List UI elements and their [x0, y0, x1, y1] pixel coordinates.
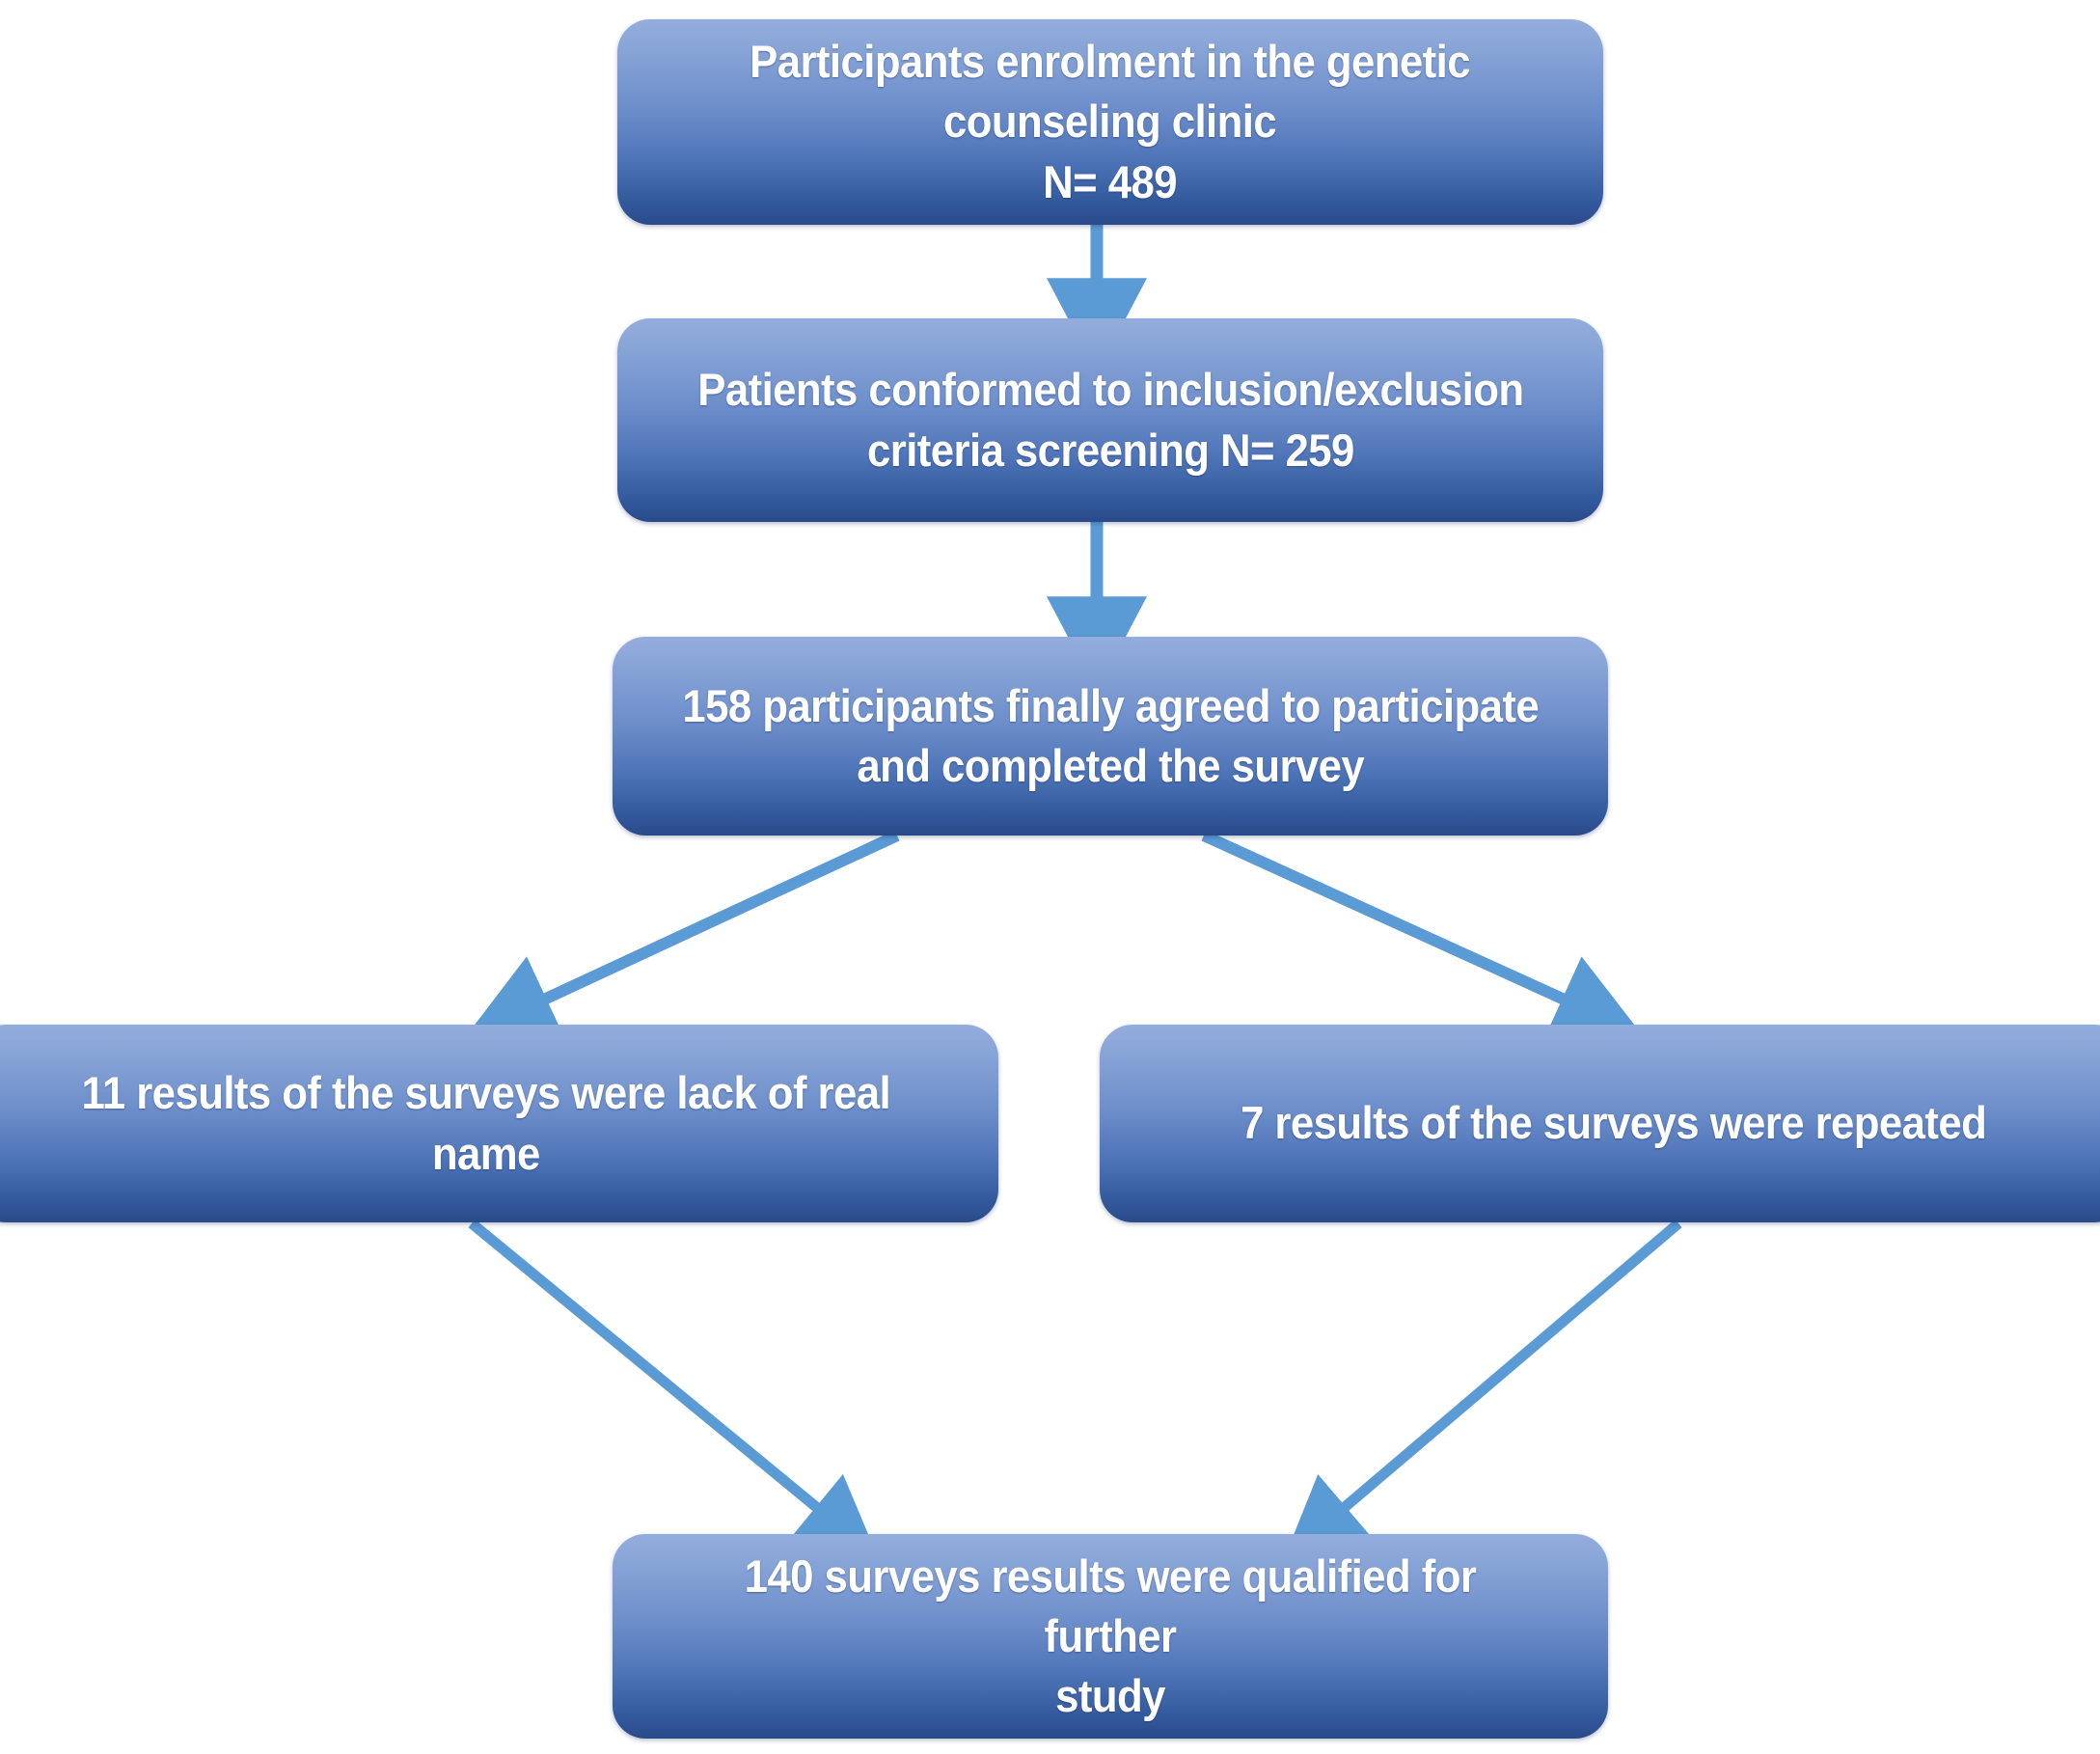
node-enrolment[interactable]: Participants enrolment in the genetic co… — [617, 19, 1603, 225]
node-enrolment-label: Participants enrolment in the genetic co… — [750, 36, 1471, 207]
node-agreed[interactable]: 158 participants finally agreed to parti… — [613, 637, 1608, 836]
edge-agreed-to-lack-name — [466, 830, 900, 1041]
node-repeated-label: 7 results of the surveys were repeated — [1240, 1097, 1987, 1149]
node-qualified[interactable]: 140 surveys results were qualified for f… — [613, 1534, 1608, 1739]
node-screening[interactable]: Patients conformed to inclusion/exclusio… — [617, 318, 1603, 522]
node-lack-name[interactable]: 11 results of the surveys were lack of r… — [0, 1025, 998, 1222]
node-repeated[interactable]: 7 results of the surveys were repeated — [1100, 1025, 2100, 1222]
edge-agreed-to-repeated — [1201, 830, 1643, 1041]
node-screening-label: Patients conformed to inclusion/exclusio… — [696, 364, 1524, 476]
edge-repeated-to-qualified — [1284, 1219, 1682, 1559]
node-lack-name-label: 11 results of the surveys were lack of r… — [81, 1067, 890, 1179]
node-qualified-label: 140 surveys results were qualified for f… — [744, 1549, 1477, 1722]
edge-lack-name-to-qualified — [468, 1219, 879, 1558]
node-agreed-label: 158 participants finally agreed to parti… — [682, 679, 1539, 791]
